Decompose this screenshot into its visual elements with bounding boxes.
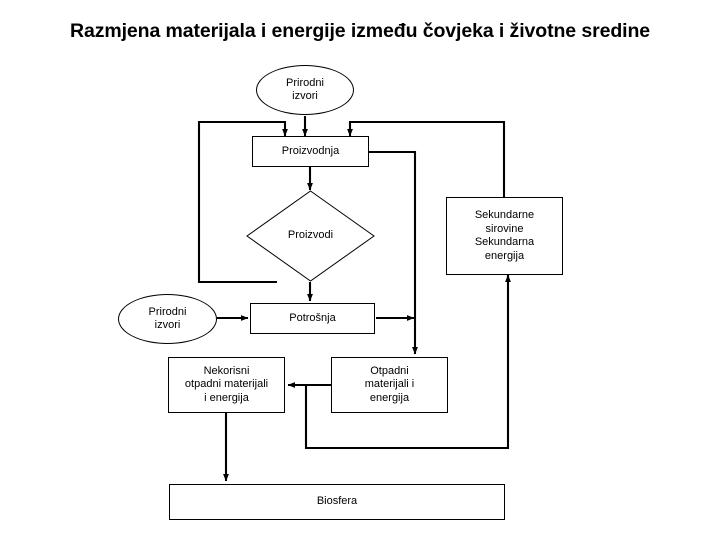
node-proizvodi-label: Proizvodi — [287, 229, 334, 242]
node-prirodni-izvori-left[interactable]: Prirodni izvori — [118, 294, 217, 344]
edge-proizvodnja-to-otpadni — [369, 150, 418, 355]
node-potrosnja[interactable]: Potrošnja — [250, 303, 375, 334]
node-nekorisni-otpadni[interactable]: Nekorisni otpadni materijali i energija — [168, 357, 285, 413]
node-proizvodnja[interactable]: Proizvodnja — [252, 136, 369, 167]
node-otpadni[interactable]: Otpadni materijali i energija — [331, 357, 448, 413]
node-prirodni-izvori-top[interactable]: Prirodni izvori — [256, 65, 354, 115]
node-biosfera[interactable]: Biosfera — [169, 484, 505, 520]
diamond-shape — [246, 190, 375, 282]
edge-recycle-right — [346, 120, 506, 197]
page-title: Razmjena materijala i energije između čo… — [69, 20, 650, 42]
node-proizvodi[interactable]: Proizvodi — [246, 190, 375, 282]
node-sekundarne-sirovine[interactable]: Sekundarne sirovine Sekundarna energija — [446, 197, 563, 275]
